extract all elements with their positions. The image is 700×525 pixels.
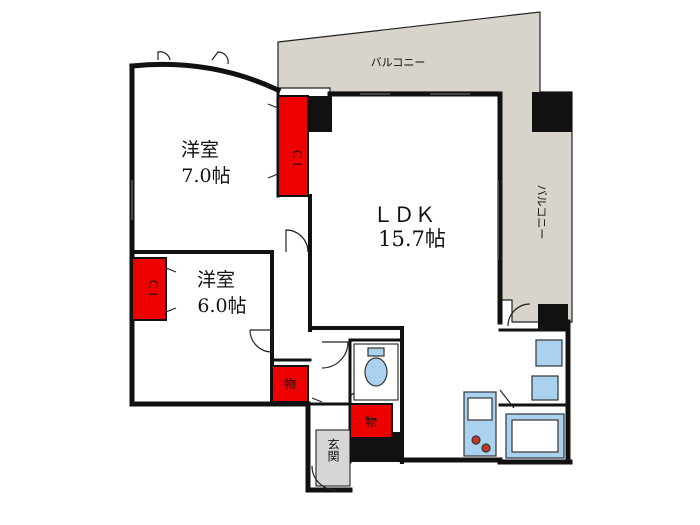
- storage-1-label: 物: [284, 377, 296, 391]
- western-room-2-size: 6.0帖: [197, 295, 246, 317]
- kitchen-sink: [467, 397, 493, 421]
- storage-2-label: 物: [365, 415, 377, 429]
- bathtub-inner: [511, 419, 559, 453]
- fixtures: [353, 339, 565, 459]
- stove-burner-2: [481, 443, 491, 453]
- closet-1-label: ＣＬ: [290, 148, 304, 172]
- ldk-name: ＬＤＫ: [373, 203, 436, 227]
- storage-2: [349, 403, 393, 439]
- closets: [131, 95, 393, 439]
- closet-1: [277, 95, 309, 197]
- closet-2-label: ＣＬ: [146, 278, 160, 302]
- toilet-bowl: [364, 357, 388, 387]
- western-room-2-name: 洋室: [197, 269, 235, 291]
- ldk-size: 15.7帖: [378, 227, 446, 251]
- western-room-1-size: 7.0帖: [181, 165, 230, 187]
- western-room-1-floor: [132, 64, 310, 253]
- washing-machine: [531, 375, 559, 401]
- windows: [131, 93, 499, 260]
- western-room-1-name: 洋室: [181, 139, 219, 161]
- washbasin: [535, 339, 563, 367]
- walls: [129, 61, 573, 493]
- ldk-floor: [310, 96, 498, 458]
- closet-2: [131, 257, 167, 321]
- stove-burner-1: [471, 435, 481, 445]
- entrance-floor: [315, 429, 351, 487]
- doors: [157, 51, 531, 491]
- balcony-right-label: バルコニー: [535, 185, 548, 240]
- entrance-label: 玄関: [326, 437, 340, 462]
- balcony-top-label: バルコニー: [371, 56, 426, 69]
- toilet-tank: [367, 347, 385, 357]
- storage-1: [271, 365, 309, 403]
